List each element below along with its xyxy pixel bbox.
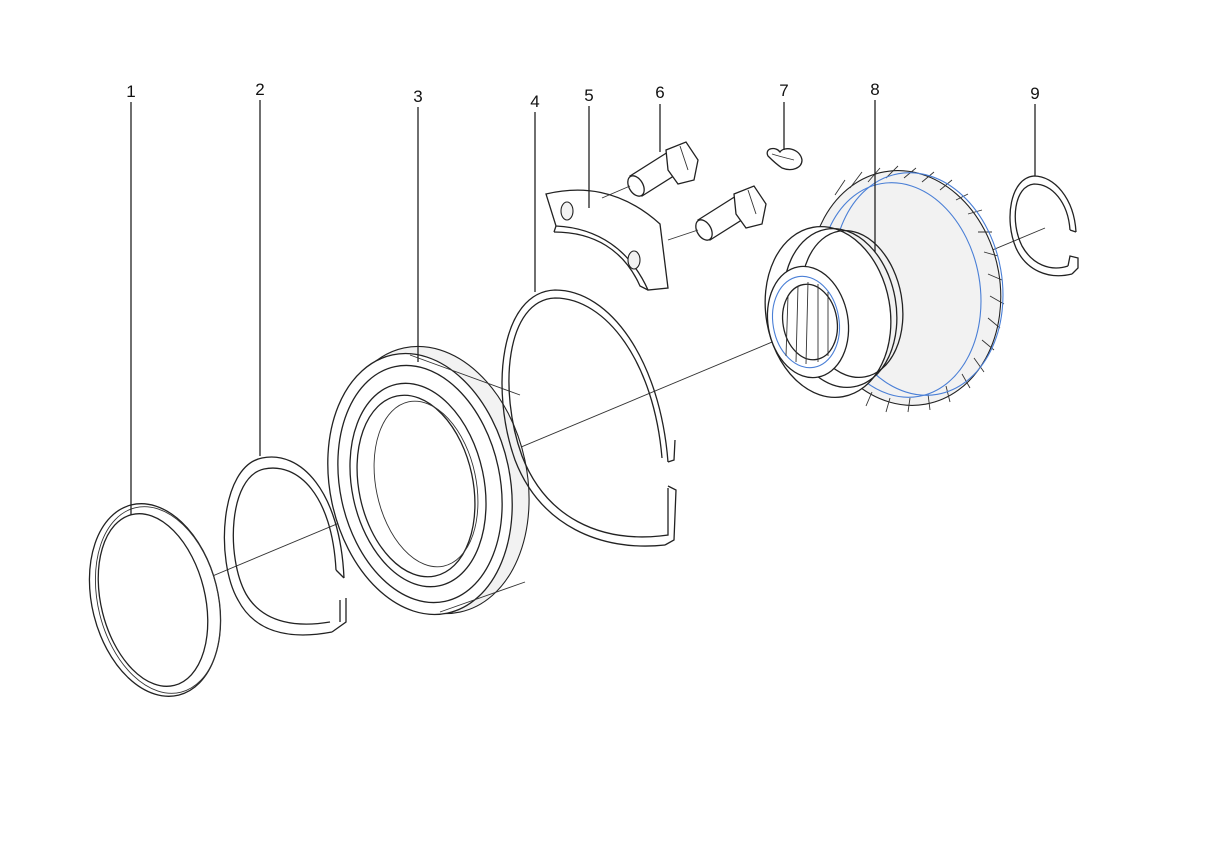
callout-2: 2 bbox=[255, 80, 264, 99]
callout-9: 9 bbox=[1030, 84, 1039, 103]
part-2-snap-ring bbox=[223, 456, 347, 636]
part-5-thrust-segment bbox=[545, 189, 669, 291]
callout-7: 7 bbox=[779, 81, 788, 100]
part-6-bolts bbox=[601, 141, 767, 241]
callout-4: 4 bbox=[530, 92, 539, 111]
callout-1: 1 bbox=[126, 82, 135, 101]
callout-3: 3 bbox=[413, 87, 422, 106]
callout-6: 6 bbox=[655, 83, 664, 102]
part-9-small-snap-ring bbox=[1009, 175, 1079, 277]
part-4-circlip bbox=[501, 289, 677, 547]
part-8-gear-hub bbox=[764, 165, 1005, 413]
callout-8: 8 bbox=[870, 80, 879, 99]
part-1-retaining-ring bbox=[88, 503, 222, 697]
leader-lines bbox=[130, 100, 1036, 515]
callout-labels: 1 2 3 4 5 6 7 8 9 bbox=[126, 80, 1039, 111]
callout-5: 5 bbox=[584, 86, 593, 105]
part-7-spring-clip bbox=[766, 147, 803, 171]
part-3-ball-bearing bbox=[327, 345, 530, 616]
